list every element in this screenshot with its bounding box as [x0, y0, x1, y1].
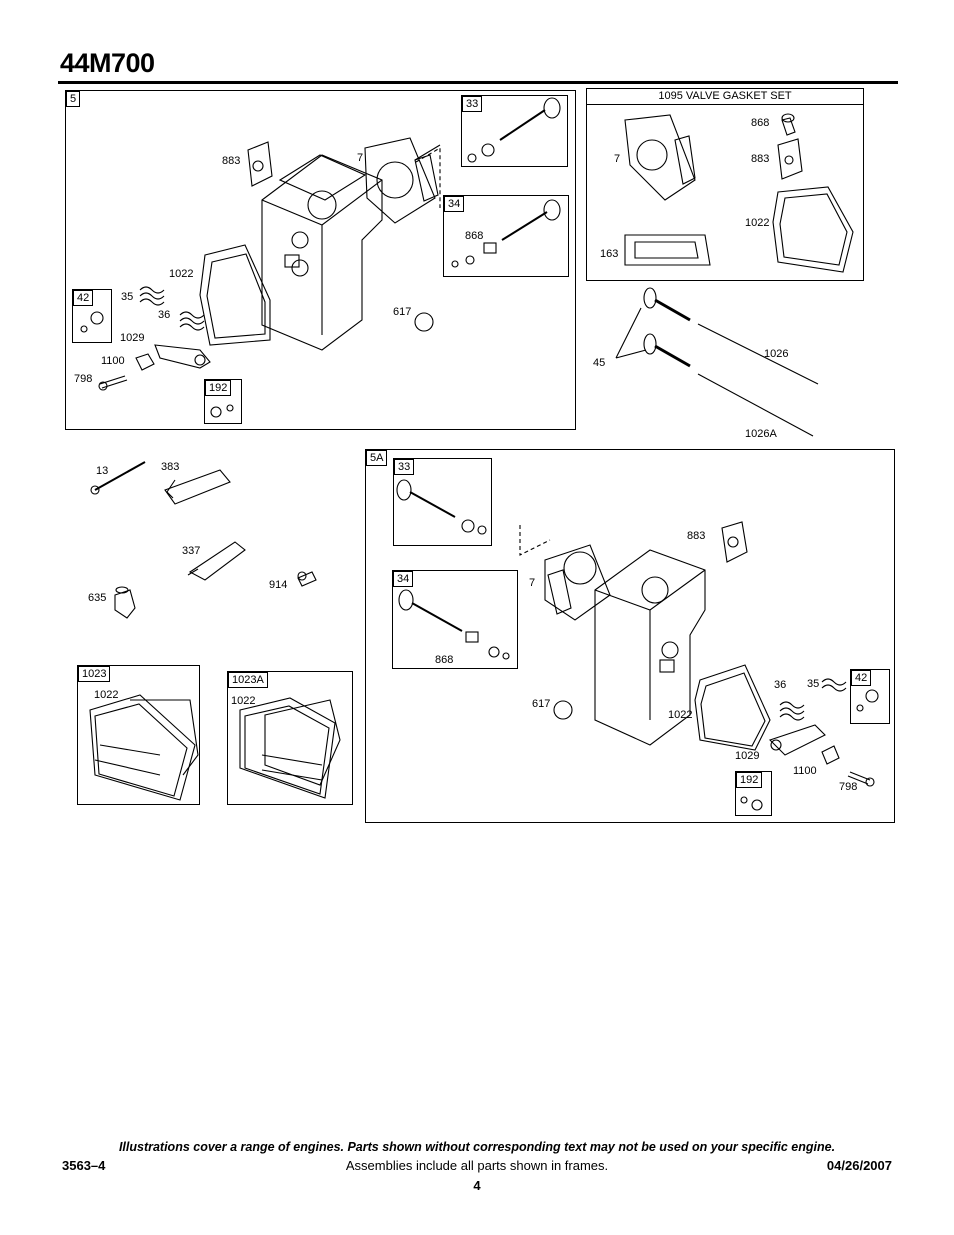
kit-label-1022: 1022	[745, 217, 770, 229]
frame-34b	[392, 570, 518, 669]
page-number: 4	[473, 1178, 481, 1193]
frame-valve-gasket-set	[586, 88, 864, 281]
label-5a-35: 35	[807, 678, 820, 690]
label-36: 36	[158, 309, 171, 321]
label-635: 635	[88, 592, 107, 604]
disclaimer-text: Illustrations cover a range of engines. …	[118, 1140, 836, 1154]
frame-192a-tag: 192	[205, 380, 232, 396]
label-7: 7	[357, 152, 364, 164]
label-798: 798	[74, 373, 93, 385]
title-rule	[58, 81, 898, 84]
frame-192b	[735, 771, 772, 816]
label-914: 914	[269, 579, 288, 591]
page-title: 44M700	[60, 48, 155, 78]
label-1026a: 1026A	[745, 428, 777, 440]
label-337: 337	[182, 545, 201, 557]
label-1100: 1100	[101, 355, 125, 367]
frame-1023	[77, 665, 200, 805]
frame-42a	[72, 289, 112, 343]
frame-1023a	[227, 671, 353, 805]
label-5a-1100: 1100	[793, 765, 817, 777]
frame-33a	[461, 95, 568, 167]
label-5a-1022: 1022	[668, 709, 693, 721]
assembly-note: Assemblies include all parts shown in fr…	[345, 1158, 609, 1173]
label-45: 45	[593, 357, 606, 369]
frame-192a	[204, 379, 242, 424]
kit-label-7: 7	[614, 153, 621, 165]
frame-34b-tag: 34	[393, 571, 414, 587]
label-5a-798: 798	[839, 781, 858, 793]
label-13: 13	[96, 465, 109, 477]
frame-5	[65, 90, 576, 430]
label-1022: 1022	[169, 268, 194, 280]
kit-label-883: 883	[751, 153, 770, 165]
frame-42b	[850, 669, 890, 724]
frame-42a-tag: 42	[73, 290, 94, 306]
frame-34a-tag: 34	[444, 196, 465, 212]
frame-5a-tag: 5A	[366, 450, 388, 466]
label-5a-36: 36	[774, 679, 787, 691]
label-5a-1029: 1029	[735, 750, 760, 762]
label-1029: 1029	[120, 332, 145, 344]
frame-1023a-tag: 1023A	[228, 672, 268, 688]
frame-33b	[393, 458, 492, 546]
label-617: 617	[393, 306, 412, 318]
frame-192b-tag: 192	[736, 772, 763, 788]
kit-label-163: 163	[600, 248, 619, 260]
label-5a-883: 883	[687, 530, 706, 542]
frame-5-tag: 5	[66, 91, 81, 107]
label-383: 383	[161, 461, 180, 473]
label-868: 868	[465, 230, 484, 242]
frame-33b-tag: 33	[394, 459, 415, 475]
label-5a-617: 617	[532, 698, 551, 710]
frame-33a-tag: 33	[462, 96, 483, 112]
label-1026: 1026	[764, 348, 789, 360]
label-5a-7: 7	[529, 577, 536, 589]
frame-1023-tag: 1023	[78, 666, 111, 682]
frame-42b-tag: 42	[851, 670, 872, 686]
label-883: 883	[222, 155, 241, 167]
document-date: 04/26/2007	[826, 1158, 892, 1173]
label-35: 35	[121, 291, 134, 303]
valve-gasket-set-title: 1095 VALVE GASKET SET	[587, 89, 863, 105]
label-5a-868: 868	[435, 654, 454, 666]
frame-34a	[443, 195, 569, 277]
frame-5a	[365, 449, 895, 823]
document-number: 3563–4	[62, 1158, 106, 1173]
label-1023a-1022: 1022	[231, 695, 256, 707]
label-1023-1022: 1022	[94, 689, 119, 701]
kit-label-868: 868	[751, 117, 770, 129]
